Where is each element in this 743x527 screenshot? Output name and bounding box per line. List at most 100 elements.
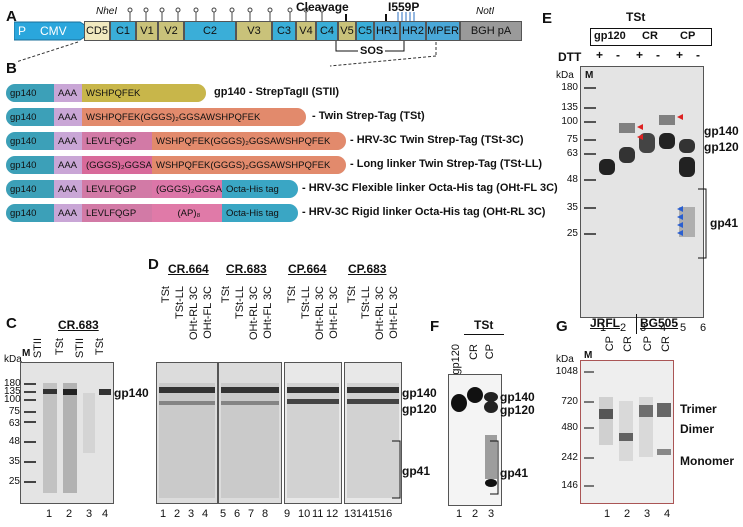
lane-c-2: TSt	[54, 338, 66, 356]
seg-twin-strep: WSHPQFEK(GGGS)₂GGSAWSHPQFEK	[152, 156, 346, 174]
gel-d-4-bands	[347, 383, 399, 498]
lane-d-11: OHt-RL 3C	[314, 286, 326, 340]
cmv-label: CMV	[40, 24, 67, 38]
cd5-segment: CD5	[84, 21, 110, 41]
seg-twin-strep: WSHPQFEK(GGGS)₂GGSAWSHPQFEK	[82, 108, 306, 126]
panel-label-a: A	[6, 8, 17, 25]
panel-f-rule	[464, 334, 504, 335]
sign-e-4: -	[656, 48, 660, 62]
seg-aaa: AAA	[54, 132, 82, 150]
map-lines	[15, 7, 437, 67]
domain-v3: V3	[236, 21, 272, 41]
panel-c-title: CR.683	[58, 318, 99, 332]
mw-e-63: 63	[566, 148, 578, 159]
seg-gp140: gp140	[6, 108, 54, 126]
gel-c	[20, 362, 114, 504]
lane-f-1: gp120	[450, 344, 462, 375]
panel-c-kda: kDa	[4, 354, 22, 365]
gel-d-1-bands	[159, 383, 215, 498]
num-f-3: 3	[488, 508, 495, 520]
cleavage-label: Cleavage	[296, 0, 349, 14]
panel-a-map: P CMV CD5 NheI C1 V1 V2 C2 V3 C3 V4 C4 V…	[0, 0, 540, 80]
band-c-gp140: gp140	[114, 386, 149, 400]
panel-d-numbers: 1 2 3 4 5 6 7 8 9 10 11 12 13 14 15 16	[160, 508, 410, 520]
mw-g-242: 242	[561, 452, 578, 463]
band-f-gp41: gp41	[500, 466, 529, 480]
num-d-1: 1	[160, 508, 167, 520]
panel-e-numbers: 1 2 3 4 5 6	[600, 322, 710, 334]
lane-f-2: CR	[468, 344, 480, 360]
num-d-14: 14	[356, 508, 369, 520]
lane-d-3: OHt-RL 3C	[188, 286, 200, 340]
num-e-3: 3	[640, 322, 647, 334]
gel-e-bands	[584, 87, 695, 237]
gel-f-bands	[451, 387, 498, 487]
lane-d-13: TSt	[346, 286, 358, 304]
seg-aaa: AAA	[54, 156, 82, 174]
num-d-3: 3	[188, 508, 195, 520]
seg-aaa: AAA	[54, 180, 82, 198]
domain-v2: V2	[158, 21, 184, 41]
construct-label-tst: - Twin Strep-Tag (TSt)	[312, 110, 425, 122]
seg-gp140: gp140	[6, 180, 54, 198]
seg-gp140: gp140	[6, 84, 54, 102]
group-g-divider	[636, 314, 637, 334]
lane-g-1: CP	[604, 336, 616, 352]
band-e-gp140: gp140	[704, 124, 739, 138]
gel-f	[448, 374, 502, 506]
domain-c4: C4	[316, 21, 338, 41]
seg-long-linker: (GGGS)₂GGSA	[82, 156, 152, 174]
lane-c-3: STII	[74, 338, 86, 359]
domain-v4: V4	[296, 21, 316, 41]
panel-f-numbers: 1 2 3	[456, 508, 506, 520]
mw-g-146: 146	[561, 480, 578, 491]
mw-c-35: 35	[8, 456, 20, 467]
construct-tst-3c: gp140 AAA LEVLFQGP WSHPQFEK(GGGS)₂GGSAWS…	[6, 132, 346, 150]
construct-label-tst-3c: - HRV-3C Twin Strep-Tag (TSt-3C)	[350, 134, 524, 146]
band-g-trimer: Trimer	[680, 402, 717, 416]
lane-d-6: TSt-LL	[234, 286, 246, 320]
lane-f-3: CP	[484, 344, 496, 360]
num-e-6: 6	[700, 322, 707, 334]
panel-d-title-1: CR.664	[168, 262, 209, 276]
panel-e-marker: M	[585, 70, 594, 81]
mw-c-135: 135	[4, 386, 21, 397]
sign-e-5: +	[676, 48, 684, 62]
num-d-16: 16	[380, 508, 393, 520]
panel-label-d: D	[148, 256, 159, 273]
panel-e-kda: kDa	[556, 70, 574, 81]
seg-rigid-linker: (AP)₈	[152, 204, 222, 222]
band-d-gp41: gp41	[402, 464, 431, 478]
lane-d-8: OHt-FL 3C	[262, 286, 274, 339]
domain-c2: C2	[184, 21, 236, 41]
lane-c-4: TSt	[94, 338, 106, 356]
bracket-e-gp41	[698, 188, 707, 259]
not-site: NotI	[476, 6, 495, 17]
group-e-gp120: gp120	[594, 30, 626, 42]
gel-d-3	[284, 362, 342, 504]
lane-d-7: OHt-RL 3C	[248, 286, 260, 340]
sign-e-1: +	[596, 48, 604, 62]
domain-hr1: HR1	[374, 21, 400, 41]
num-e-4: 4	[660, 322, 667, 334]
band-g-monomer: Monomer	[680, 454, 734, 468]
seg-aaa: AAA	[54, 84, 82, 102]
construct-oht-fl: gp140 AAA LEVLFQGP (GGGS)₂GGSA Octa-His …	[6, 180, 298, 198]
gel-d-1	[156, 362, 218, 504]
lane-g-2: CR	[622, 336, 634, 352]
panel-g-kda: kDa	[556, 354, 574, 365]
lane-d-9: TSt	[286, 286, 298, 304]
domain-hr2: HR2	[400, 21, 426, 41]
lane-d-14: TSt-LL	[360, 286, 372, 320]
group-g-jrfl: JRFL	[590, 316, 620, 330]
construct-tst-ll: gp140 AAA (GGGS)₂GGSA WSHPQFEK(GGGS)₂GGS…	[6, 156, 346, 174]
panel-label-f: F	[430, 318, 440, 335]
num-g-4: 4	[664, 508, 671, 520]
mutation-label: I559P	[388, 0, 420, 14]
seg-aaa: AAA	[54, 108, 82, 126]
gel-d-2-bands	[221, 383, 279, 498]
lane-d-5: TSt	[220, 286, 232, 304]
mw-c-100: 100	[4, 394, 21, 405]
lane-d-1: TSt	[160, 286, 172, 304]
num-d-8: 8	[262, 508, 269, 520]
